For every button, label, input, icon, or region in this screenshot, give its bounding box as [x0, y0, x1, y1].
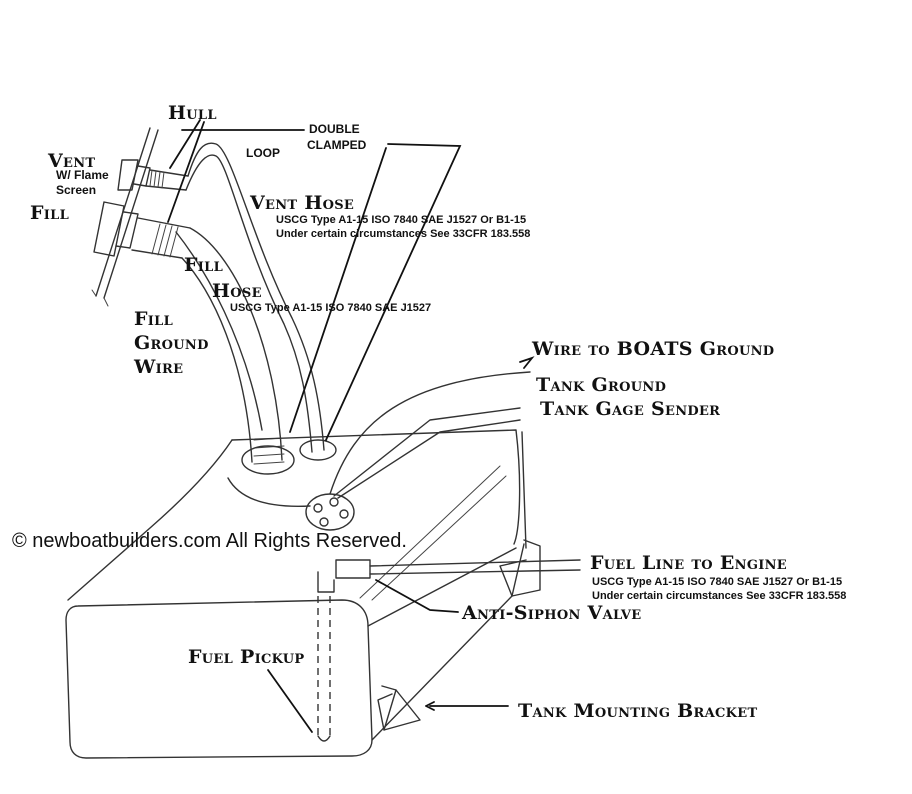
label-tank-mounting-bracket: Tank Mounting Bracket	[518, 700, 758, 722]
vent-fitting	[117, 159, 189, 191]
fuel-pickup-tube	[317, 596, 331, 742]
label-vent-screen: Screen	[56, 183, 97, 197]
label-fuel-line-spec2: Under certain circumstances See 33CFR 18…	[592, 590, 847, 602]
label-fill-ground-line3: Wire	[134, 356, 184, 378]
label-fuel-line-spec1: USCG Type A1-15 ISO 7840 SAE J1527 Or B1…	[592, 576, 843, 588]
label-tank-gage-sender: Tank Gage Sender	[540, 398, 721, 420]
leader-lines	[167, 119, 535, 733]
label-vent: Vent	[48, 150, 96, 172]
label-loop: LOOP	[246, 146, 281, 160]
label-fill-hose-spec: USCG Type A1-15 ISO 7840 SAE J1527	[230, 302, 432, 314]
fuel-tank	[65, 429, 527, 759]
watermark: © newboatbuilders.com All Rights Reserve…	[12, 530, 407, 552]
label-fuel-line: Fuel Line to Engine	[590, 552, 787, 574]
label-fill: Fill	[30, 202, 70, 224]
label-double-clamped-line2: CLAMPED	[307, 138, 367, 152]
label-anti-siphon-valve: Anti-Siphon Valve	[462, 602, 642, 624]
label-vent-flame: W/ Flame	[56, 168, 109, 182]
label-fuel-pickup: Fuel Pickup	[188, 646, 305, 668]
label-tank-ground: Tank Ground	[536, 374, 667, 396]
label-double-clamped-line1: DOUBLE	[309, 122, 360, 136]
label-fill-ground-line2: Ground	[134, 332, 209, 354]
label-fill-hose-line1: Fill	[184, 254, 224, 276]
hull-wall	[91, 127, 159, 307]
fill-fitting	[93, 201, 191, 259]
upper-bracket	[499, 539, 541, 597]
label-wire-to-ground: Wire to BOATS Ground	[532, 338, 775, 360]
label-vent-hose-spec1: USCG Type A1-15 ISO 7840 SAE J1527 Or B1…	[276, 214, 527, 226]
anti-siphon-valve	[317, 559, 581, 593]
label-hull: Hull	[168, 102, 217, 124]
label-fill-hose-line2: Hose	[212, 280, 262, 302]
label-fill-ground-line1: Fill	[134, 308, 174, 330]
label-vent-hose-spec2: Under certain circumstances See 33CFR 18…	[276, 228, 531, 240]
label-vent-hose: Vent Hose	[250, 192, 355, 214]
lower-bracket	[377, 685, 421, 731]
gage-sender	[305, 371, 531, 531]
